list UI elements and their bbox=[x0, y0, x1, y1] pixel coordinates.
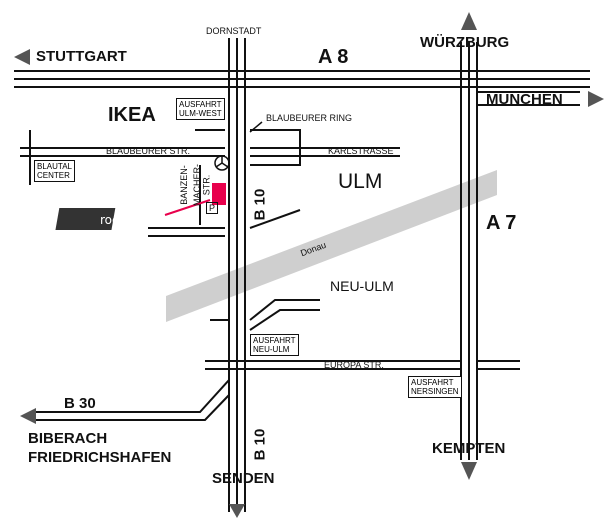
label-muenchen: MÜNCHEN bbox=[486, 91, 563, 108]
blaubeurer-street bbox=[20, 130, 400, 185]
muenchen-road bbox=[477, 91, 580, 106]
blaubeurer-ring-pointer bbox=[249, 121, 263, 133]
rockside-logo-text: rockside bbox=[100, 213, 150, 227]
arrow-kempten-icon bbox=[461, 462, 477, 480]
arrow-stuttgart-icon bbox=[14, 49, 30, 65]
label-senden: SENDEN bbox=[212, 470, 275, 487]
label-b10-bottom: B 10 bbox=[251, 428, 269, 461]
label-wurzburg: WÜRZBURG bbox=[420, 34, 510, 51]
label-ulm: ULM bbox=[338, 170, 383, 193]
box-ausfahrt-neu-ulm-line2: NEU-ULM bbox=[253, 345, 290, 354]
a8-highway bbox=[14, 70, 590, 88]
arrow-wurzburg-icon bbox=[461, 12, 477, 30]
label-neu-ulm: NEU-ULM bbox=[330, 278, 394, 294]
box-ausfahrt-neu-ulm-line1: AUSFAHRT bbox=[253, 336, 296, 345]
destination-pointer bbox=[164, 199, 211, 216]
box-ausfahrt-nersingen-line1: AUSFAHRT bbox=[411, 378, 454, 387]
arrow-muenchen-icon bbox=[588, 91, 604, 107]
box-ausfahrt-ulm-west-line1: AUSFAHRT bbox=[179, 100, 222, 109]
parking-sign: P bbox=[206, 202, 219, 214]
arrow-b30-icon bbox=[20, 408, 36, 424]
label-a7: A 7 bbox=[486, 212, 517, 234]
donau-river bbox=[166, 170, 497, 322]
label-karlstrasse: KARLSTRASSE bbox=[328, 146, 394, 156]
banzenmacher-street bbox=[148, 165, 301, 237]
label-b30: B 30 bbox=[64, 395, 96, 412]
label-banzenmacher-3: STR. bbox=[201, 174, 212, 196]
label-blaubeurer-str: BLAUBEURER STR. bbox=[106, 146, 191, 156]
box-ausfahrt-ulm-west: AUSFAHRT ULM-WEST bbox=[176, 98, 225, 120]
a7-highway bbox=[460, 42, 478, 460]
neu-ulm-road bbox=[210, 299, 320, 331]
arrow-senden-icon bbox=[229, 504, 245, 518]
label-a8: A 8 bbox=[318, 46, 349, 68]
box-ausfahrt-ulm-west-line2: ULM-WEST bbox=[179, 109, 222, 118]
box-blautal-line1: BLAUTAL bbox=[37, 162, 72, 171]
label-ikea: IKEA bbox=[108, 104, 156, 126]
b30-road bbox=[30, 379, 230, 421]
label-europa-str: EUROPA STR. bbox=[324, 360, 384, 370]
label-blaubeurer-ring: BLAUBEURER RING bbox=[266, 113, 353, 123]
rockside-logo: rockside bbox=[55, 208, 150, 230]
b10-road bbox=[228, 38, 246, 512]
label-kempten: KEMPTEN bbox=[432, 440, 506, 457]
box-blautal-line2: CENTER bbox=[37, 171, 70, 180]
box-ausfahrt-nersingen-line2: NERSINGEN bbox=[411, 387, 459, 396]
label-b10-top: B 10 bbox=[251, 188, 269, 221]
box-blautal-center: BLAUTAL CENTER bbox=[34, 160, 75, 182]
label-stuttgart: STUTTGART bbox=[36, 48, 127, 65]
europa-street bbox=[205, 360, 520, 370]
mercedes-logo-icon bbox=[214, 155, 230, 171]
destination-marker bbox=[212, 183, 226, 205]
label-dornstadt: DORNSTADT bbox=[206, 26, 262, 36]
box-ausfahrt-nersingen: AUSFAHRT NERSINGEN bbox=[408, 376, 462, 398]
label-biberach: BIBERACH bbox=[28, 430, 108, 447]
interchange bbox=[195, 129, 301, 166]
label-friedrichshafen: FRIEDRICHSHAFEN bbox=[28, 449, 172, 466]
box-ausfahrt-neu-ulm: AUSFAHRT NEU-ULM bbox=[250, 334, 299, 356]
label-banzenmacher-1: BANZEN- bbox=[178, 165, 189, 205]
